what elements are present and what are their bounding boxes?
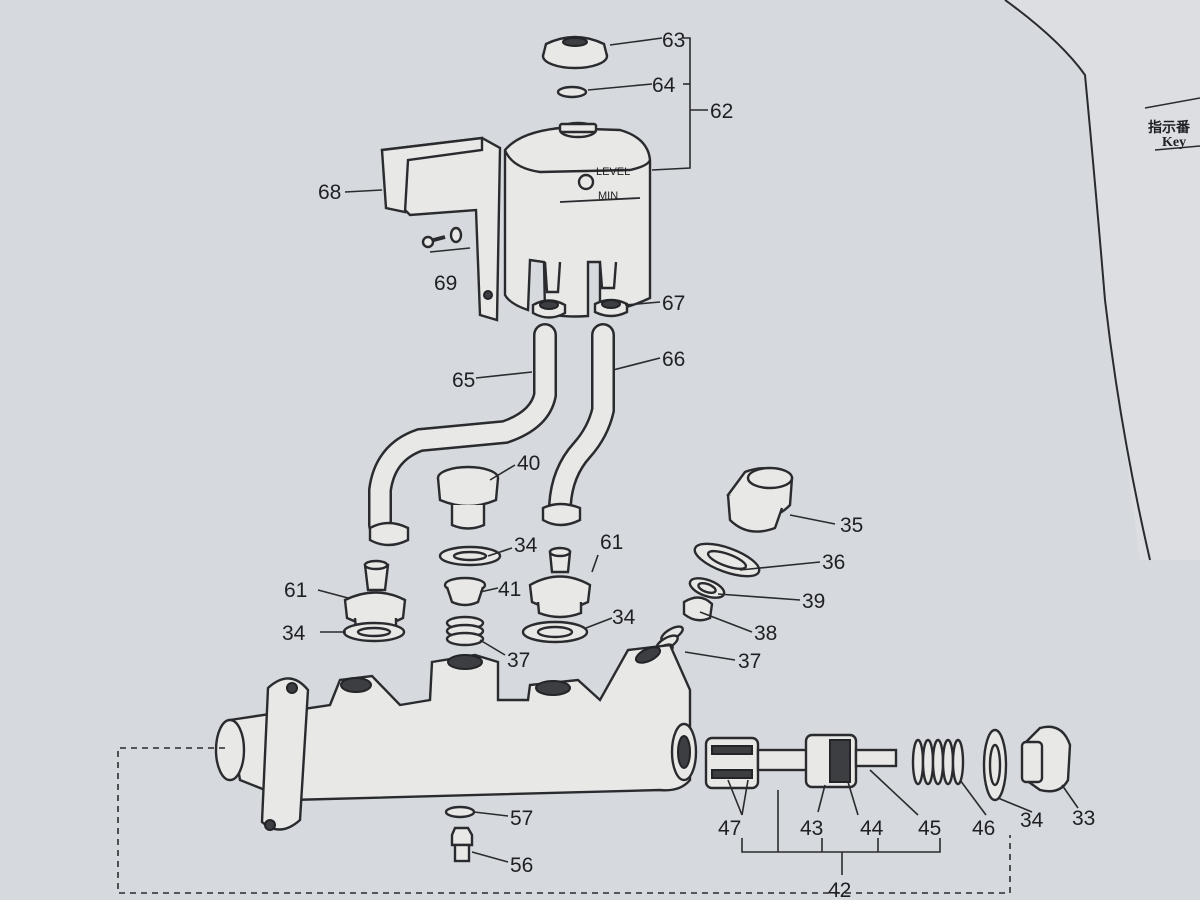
fluid-reservoir-part: LEVEL MIN [503, 121, 652, 318]
label-36: 36 [822, 551, 845, 574]
end-plug-part [726, 466, 794, 533]
label-34-left: 34 [282, 622, 306, 645]
cap-seal-part [556, 85, 588, 99]
label-57: 57 [510, 807, 533, 830]
bottom-bolt-part [450, 826, 474, 863]
return-spring-part [911, 738, 965, 786]
bottom-washer-part [444, 805, 476, 819]
adjacent-page [1005, 0, 1200, 560]
key-header-japanese: 指示番 [1148, 119, 1191, 136]
label-33: 33 [1072, 807, 1095, 830]
leader-lines [317, 37, 1079, 875]
header-rule-bottom [1154, 145, 1200, 151]
end-cap-part [1020, 725, 1072, 793]
reservoir-cap-part [541, 35, 609, 70]
label-67: 67 [662, 292, 685, 315]
reservoir-bracket-part [380, 136, 502, 322]
label-34-upper: 34 [514, 534, 538, 557]
label-38: 38 [754, 622, 777, 645]
label-56: 56 [510, 854, 533, 877]
hose-clip-part [531, 298, 629, 319]
label-41: 41 [498, 578, 521, 601]
label-46: 46 [972, 817, 995, 840]
page-edge-line [1004, 0, 1151, 561]
label-66: 66 [662, 348, 685, 371]
label-61-left: 61 [284, 579, 307, 602]
label-37-right: 37 [738, 650, 761, 673]
union-right-part [528, 546, 592, 619]
label-44: 44 [860, 817, 884, 840]
label-69: 69 [434, 272, 457, 295]
key-header-english: Key [1162, 135, 1186, 150]
hose-clip-lower-right [541, 502, 582, 527]
valve-38-part [682, 596, 714, 622]
label-62: 62 [710, 100, 733, 123]
label-42: 42 [828, 879, 851, 900]
assembly-dashed-outline [117, 747, 1011, 894]
label-43: 43 [800, 817, 823, 840]
label-63: 63 [662, 29, 685, 52]
label-39: 39 [802, 590, 825, 613]
level-mark: LEVEL [596, 166, 630, 178]
bracket-screw-part [421, 226, 471, 253]
label-40: 40 [517, 452, 540, 475]
hose-clip-lower-left [368, 521, 410, 547]
label-47: 47 [718, 817, 741, 840]
label-64: 64 [652, 74, 676, 97]
label-34-end: 34 [1020, 809, 1044, 832]
label-35: 35 [840, 514, 863, 537]
master-cylinder-body-part [214, 643, 698, 831]
label-61-right: 61 [600, 531, 623, 554]
min-mark: MIN [598, 190, 618, 202]
label-65: 65 [452, 369, 475, 392]
spring-left-part [445, 615, 485, 647]
piston-assembly-part [704, 733, 898, 790]
label-68: 68 [318, 181, 341, 204]
label-45: 45 [918, 817, 941, 840]
plug-part [436, 465, 500, 530]
label-34-right: 34 [612, 606, 636, 629]
label-37-left: 37 [507, 649, 530, 672]
header-rule-top [1144, 97, 1200, 109]
valve-41-part [443, 576, 487, 607]
